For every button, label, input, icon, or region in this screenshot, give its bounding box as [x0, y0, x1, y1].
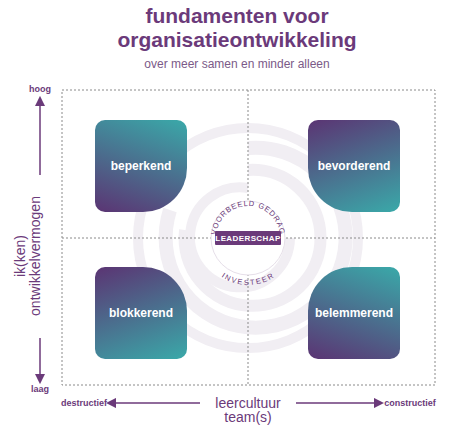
arc-label: VOORBEELD GEDRAG: [209, 199, 287, 235]
box-label: belemmerend: [315, 306, 393, 320]
axis-end-label: laag: [20, 384, 60, 395]
box-label: LEADERSCHAP: [215, 234, 280, 243]
axis-arrow: [296, 402, 382, 404]
axis-arrow: [39, 338, 41, 382]
axis-arrow: [108, 402, 200, 404]
arc-text: INVESTEER: [220, 270, 275, 286]
axis-title: ik(ken) ontwikkelvermogen: [13, 191, 43, 321]
quadrant-frame: [62, 90, 435, 385]
box-label: beperkend: [111, 159, 172, 173]
axis-end-label: destructief: [54, 398, 114, 409]
box-label: bevorderend: [318, 159, 391, 173]
axis-end-label: hoog: [20, 84, 60, 95]
center-badge: LEADERSCHAP: [215, 231, 281, 245]
quadrant-box: bevorderend: [308, 120, 400, 212]
diagram-title: fundamenten voor organisatieontwikkeling: [87, 4, 387, 52]
axis-arrow: [39, 98, 41, 175]
axis-title: leercultuur team(s): [203, 396, 293, 424]
subtitle: over meer samen en minder alleen: [87, 57, 387, 71]
quadrant-box: belemmerend: [308, 267, 400, 359]
arc-label: INVESTEER: [220, 270, 275, 286]
quadrant-box: beperkend: [95, 120, 187, 212]
box-label: blokkerend: [109, 306, 173, 320]
axis-end-label: constructief: [380, 398, 440, 409]
quadrant-box: blokkerend: [95, 267, 187, 359]
arc-text: VOORBEELD GEDRAG: [209, 199, 287, 235]
